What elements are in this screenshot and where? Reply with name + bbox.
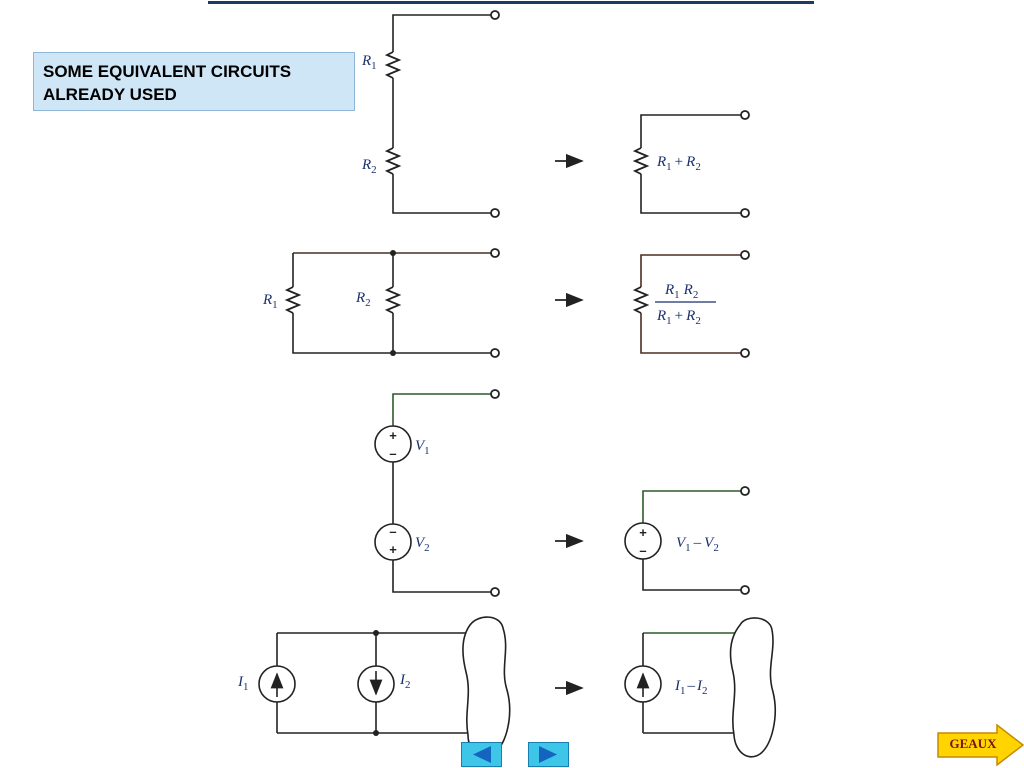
- resistor-r2-parallel: [384, 286, 402, 314]
- label-i2: I2: [399, 672, 411, 691]
- label-parallel-denominator: R1+R2: [656, 308, 701, 327]
- label-current-equivalent: I1–I2: [674, 678, 708, 697]
- title-box: SOME EQUIVALENT CIRCUITS ALREADY USED: [33, 52, 355, 111]
- load-network-blob: [462, 616, 511, 757]
- geaux-button[interactable]: GEAUX: [937, 724, 1024, 766]
- parallel-current-sources-circuit: I1 I2 I1–I2: [237, 616, 776, 758]
- terminal: [490, 587, 500, 597]
- terminal: [490, 208, 500, 218]
- label-i1: I1: [237, 674, 249, 693]
- label-v2: V2: [415, 535, 430, 554]
- triangle-right-icon: [539, 746, 557, 763]
- label-v1: V1: [415, 438, 430, 457]
- terminal: [740, 486, 750, 496]
- svg-text:–: –: [639, 543, 646, 558]
- svg-text:–: –: [389, 524, 396, 539]
- label-r2-parallel: R2: [355, 290, 371, 309]
- svg-text:+: +: [639, 525, 647, 540]
- terminal: [490, 389, 500, 399]
- terminal: [740, 208, 750, 218]
- svg-text:+: +: [389, 428, 397, 443]
- terminal: [740, 348, 750, 358]
- title-line-1: SOME EQUIVALENT CIRCUITS: [43, 62, 292, 81]
- terminal: [490, 248, 500, 258]
- label-r2-series: R2: [361, 157, 377, 176]
- label-r1-series: R1: [361, 53, 377, 72]
- terminal: [740, 585, 750, 595]
- label-series-equivalent: R1+R2: [656, 154, 701, 173]
- label-r1-parallel: R1: [262, 292, 278, 311]
- terminal: [740, 110, 750, 120]
- series-voltage-sources-circuit: + – – + V1 V2 + – V1–V2: [374, 389, 750, 597]
- load-network-blob: [729, 617, 776, 758]
- svg-text:+: +: [389, 542, 397, 557]
- next-slide-button[interactable]: [528, 742, 569, 767]
- label-voltage-equivalent: V1–V2: [676, 535, 719, 554]
- title-line-2: ALREADY USED: [43, 85, 177, 104]
- resistor-equivalent-series: [632, 147, 650, 175]
- triangle-left-icon: [473, 746, 491, 763]
- terminal: [490, 10, 500, 20]
- series-resistors-circuit: R1 R2 R1+R2: [361, 10, 750, 218]
- resistor-equivalent-parallel: [632, 286, 650, 314]
- svg-text:–: –: [389, 446, 396, 461]
- arrow-right-icon: [937, 724, 1024, 766]
- resistor-r1-series: [384, 51, 402, 79]
- previous-slide-button[interactable]: [461, 742, 502, 767]
- terminal: [740, 250, 750, 260]
- resistor-r1-parallel: [284, 286, 302, 314]
- terminal: [490, 348, 500, 358]
- resistor-r2-series: [384, 147, 402, 175]
- geaux-label: GEAUX: [949, 736, 997, 751]
- top-rule: [208, 1, 814, 4]
